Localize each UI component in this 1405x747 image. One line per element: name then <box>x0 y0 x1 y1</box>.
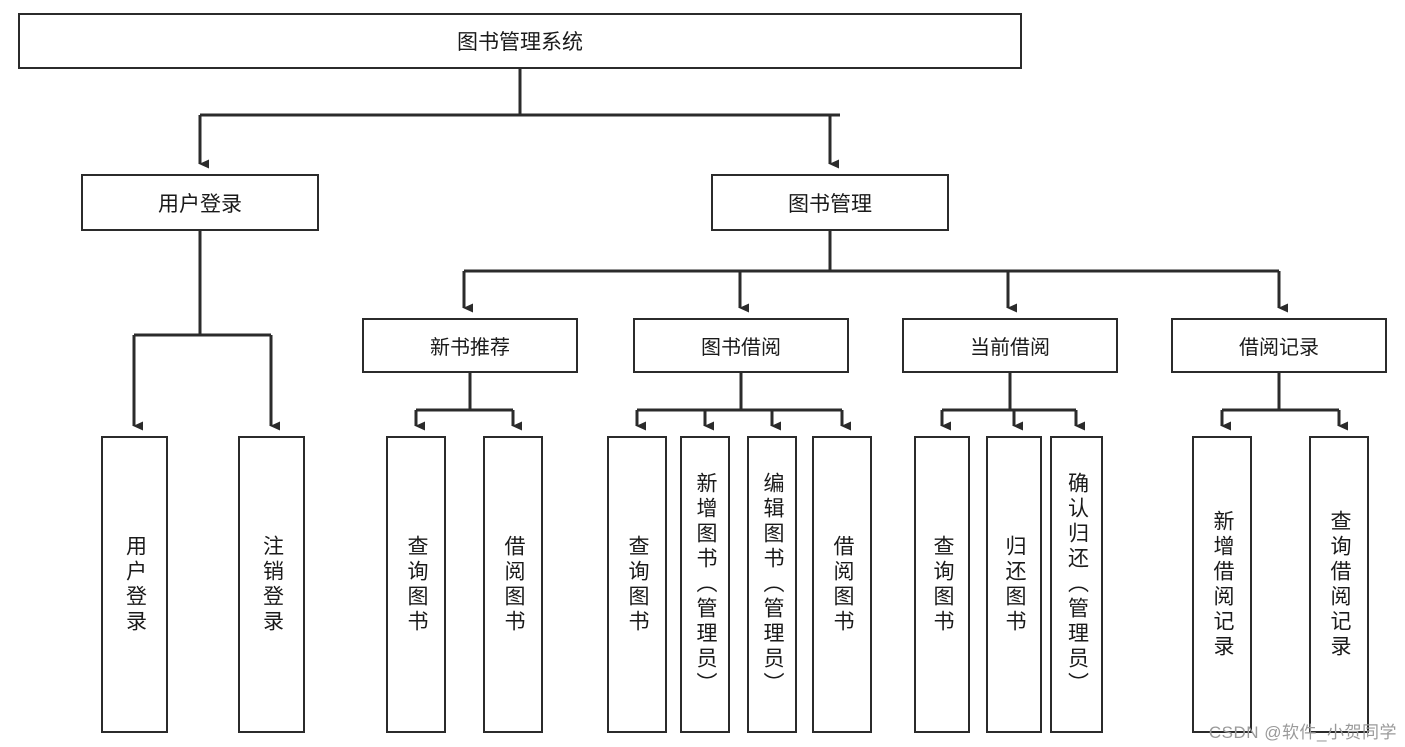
node-new-book-recommend[interactable]: 新书推荐 <box>362 318 578 373</box>
node-current-borrow-label: 当前借阅 <box>970 337 1050 359</box>
node-book-management[interactable]: 图书管理 <box>711 174 949 231</box>
leaf-query-book-borrow[interactable]: 查询图书 <box>607 436 667 733</box>
leaf-borrow-book-new-label: 借阅图书 <box>502 534 526 635</box>
leaf-return-book-label: 归还图书 <box>1003 534 1027 635</box>
leaf-add-borrow-record-label: 新增借阅记录 <box>1211 509 1235 660</box>
leaf-confirm-return-admin[interactable]: 确认归还（管理员） <box>1050 436 1103 733</box>
node-root-label: 图书管理系统 <box>457 31 583 54</box>
leaf-query-borrow-record[interactable]: 查询借阅记录 <box>1309 436 1369 733</box>
leaf-borrow-book-new[interactable]: 借阅图书 <box>483 436 543 733</box>
leaf-query-book-current-label: 查询图书 <box>931 534 955 635</box>
leaf-add-book-admin[interactable]: 新增图书（管理员） <box>680 436 730 733</box>
leaf-return-book[interactable]: 归还图书 <box>986 436 1042 733</box>
leaf-query-book-current[interactable]: 查询图书 <box>914 436 970 733</box>
node-book-borrow-label: 图书借阅 <box>701 337 781 359</box>
leaf-edit-book-admin-label: 编辑图书（管理员） <box>761 472 785 697</box>
leaf-logout-label: 注销登录 <box>260 534 284 635</box>
leaf-query-book-new[interactable]: 查询图书 <box>386 436 446 733</box>
leaf-add-borrow-record[interactable]: 新增借阅记录 <box>1192 436 1252 733</box>
leaf-add-book-admin-label: 新增图书（管理员） <box>694 472 718 697</box>
node-book-management-label: 图书管理 <box>788 192 872 216</box>
node-new-book-recommend-label: 新书推荐 <box>430 337 510 359</box>
node-root[interactable]: 图书管理系统 <box>18 13 1022 69</box>
leaf-query-book-new-label: 查询图书 <box>405 534 429 635</box>
leaf-borrow-book-label: 借阅图书 <box>831 534 855 635</box>
node-user-login-label: 用户登录 <box>158 192 242 216</box>
leaf-query-book-borrow-label: 查询图书 <box>626 534 650 635</box>
leaf-edit-book-admin[interactable]: 编辑图书（管理员） <box>747 436 797 733</box>
node-borrow-record-label: 借阅记录 <box>1239 337 1319 359</box>
node-current-borrow[interactable]: 当前借阅 <box>902 318 1118 373</box>
leaf-borrow-book[interactable]: 借阅图书 <box>812 436 872 733</box>
node-borrow-record[interactable]: 借阅记录 <box>1171 318 1387 373</box>
leaf-query-borrow-record-label: 查询借阅记录 <box>1328 509 1352 660</box>
leaf-logout[interactable]: 注销登录 <box>238 436 305 733</box>
leaf-confirm-return-admin-label: 确认归还（管理员） <box>1065 472 1089 697</box>
node-user-login[interactable]: 用户登录 <box>81 174 319 231</box>
leaf-user-login-label: 用户登录 <box>123 534 147 635</box>
leaf-user-login[interactable]: 用户登录 <box>101 436 168 733</box>
node-book-borrow[interactable]: 图书借阅 <box>633 318 849 373</box>
csdn-watermark: CSDN @软件_小贺同学 <box>1208 723 1397 742</box>
